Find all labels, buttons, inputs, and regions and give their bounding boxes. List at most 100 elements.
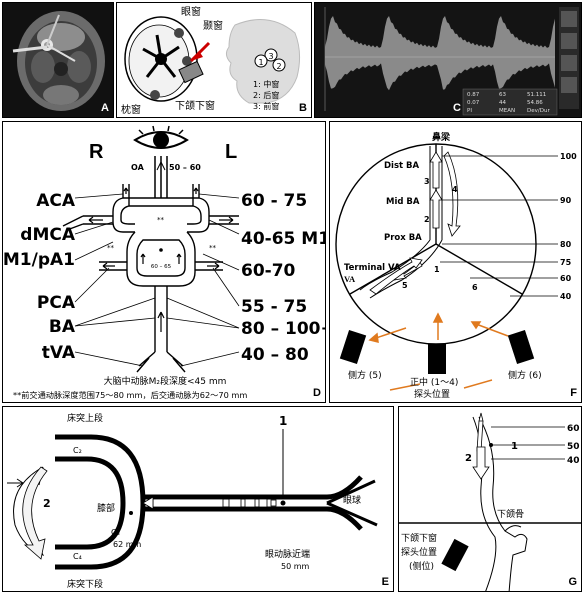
legend-line: 3: 前窗	[253, 101, 279, 111]
skull-photo	[3, 3, 113, 117]
segment-label: Mid BA	[386, 197, 420, 207]
eye-window-label: 眼窗	[181, 5, 201, 18]
segment-c2: C₂	[73, 446, 82, 455]
table-cell: 0.07	[467, 100, 480, 106]
depth-value: 60 - 75	[241, 191, 307, 211]
oa-range: 50 – 60	[169, 163, 201, 172]
vessel-label-ba: BA	[49, 317, 76, 337]
note-line: 大脑中动脉M₂段深度<45 mm	[104, 375, 227, 387]
nasal-bridge-label: 鼻梁	[432, 131, 451, 143]
right-side-label: R	[89, 141, 104, 163]
vessel-label-pca: PCA	[37, 293, 76, 313]
submandibular-window-label: 下颌下窗	[175, 99, 215, 112]
scale-value: 90	[560, 196, 572, 205]
panel-a: A	[2, 2, 114, 118]
panel-label: B	[299, 102, 307, 114]
scale-value: 75	[560, 258, 572, 267]
table-cell: Dev/Dur	[527, 108, 550, 114]
depth-value: 80 – 100+	[241, 319, 326, 339]
probe-middle-label: 正中 (1～4)	[410, 376, 458, 388]
occipital-window-label: 枕窗	[121, 103, 141, 116]
panel-e: 2 1 床突上段 床突下段 C₂ C₃ C₄ 膝部 62 mm 眼球 眼动脉近端…	[2, 406, 394, 592]
pcom-marker: **	[107, 244, 115, 252]
panel-label: F	[570, 387, 577, 399]
table-cell: MEAN	[499, 108, 515, 114]
legend-line: 2: 后窗	[253, 90, 279, 100]
zone-number: 5	[402, 281, 408, 290]
eye-icon	[133, 125, 189, 149]
probe-icon	[441, 538, 469, 572]
table-cell: PI	[467, 108, 472, 114]
eyeball-label: 眼球	[343, 494, 361, 506]
scale-value: 40	[560, 292, 572, 301]
note-line: **前交通动脉深度范围75～80 mm，后交通动脉为62～70 mm	[13, 390, 247, 400]
spectrum-envelope	[325, 15, 555, 57]
arrow-1-label: 1	[279, 414, 287, 428]
panel-label: C	[453, 102, 461, 114]
segment-label: Prox BA	[384, 233, 422, 243]
depth-value: 40 – 80	[241, 345, 309, 365]
table-cell: 54.86	[527, 100, 543, 106]
temporal-window-label: 颞窗	[203, 19, 223, 32]
probe-line: 探头位置	[401, 546, 437, 558]
segment-c4: C₄	[73, 552, 82, 561]
arrow-2-label: 2	[465, 453, 472, 464]
vessel-label-dmca: dMCA	[20, 225, 76, 245]
scale-value: 80	[560, 240, 572, 249]
basilar-diagram: 鼻梁 Dist BA Mid BA Prox BA Terminal VA VA…	[335, 131, 577, 400]
probe-right	[507, 329, 535, 365]
panel-c: 0.87 63 51.111 0.07 44 54.86 PI MEAN Dev…	[314, 2, 582, 118]
zone-number: 3	[424, 177, 430, 186]
window-marker: 1	[258, 58, 263, 67]
knee-depth: 62 mm	[113, 540, 142, 549]
infraclinoid-label: 床突下段	[67, 578, 103, 590]
panel-b: 3 1 2 眼窗 颞窗 枕窗 下颌下窗 1: 中窗 2: 后窗 3: 前窗 B	[116, 2, 312, 118]
scale-value: 60	[567, 424, 580, 434]
panel-label: E	[381, 576, 389, 588]
vessel-depth-diagram: R L OA 50 – 60	[3, 125, 326, 400]
left-side-label: L	[225, 141, 237, 163]
proximal-label: 眼动脉近端	[265, 548, 310, 560]
table-cell: 44	[499, 100, 506, 106]
submandibular-diagram: 60 50 40 1 2 下颌骨 下颌下窗 探头位置 (侧位)	[399, 412, 581, 591]
windows-illustration: 3 1 2 眼窗 颞窗 枕窗 下颌下窗 1: 中窗 2: 后窗 3: 前窗	[121, 5, 301, 116]
probe-middle	[428, 344, 446, 374]
table-cell: 51.111	[527, 92, 546, 98]
supraclinoid-label: 床突上段	[67, 412, 103, 424]
pcom-marker: **	[209, 244, 217, 252]
scale-value: 50	[567, 442, 580, 452]
panel-label: G	[568, 576, 577, 588]
knee-label: 膝部	[97, 502, 115, 514]
zone-number: 1	[434, 265, 440, 274]
probe-side-left: 侧方 (5)	[348, 369, 382, 381]
arrow-1-label: 1	[511, 441, 518, 452]
panel-f: 鼻梁 Dist BA Mid BA Prox BA Terminal VA VA…	[329, 121, 582, 403]
oa-label: OA	[131, 163, 145, 172]
scale-value: 100	[560, 152, 577, 161]
zone-number: 6	[472, 283, 478, 292]
vessel-label-pm1: pM1/pA1	[3, 250, 75, 270]
segment-va-label: VA	[344, 274, 356, 284]
segment-label: Terminal VA	[344, 263, 401, 273]
segment-c3: C₃	[111, 528, 120, 537]
probe-position-label: 探头位置	[414, 388, 450, 400]
scale-value: 40	[567, 456, 580, 466]
probe-line: (侧位)	[409, 560, 434, 572]
probe-side-right: 侧方 (6)	[508, 369, 542, 381]
zone-number: 4	[452, 185, 458, 194]
spectrum-envelope	[325, 57, 555, 91]
window-marker: 2	[276, 62, 281, 71]
probe-line: 下颌下窗	[401, 532, 437, 544]
proximal-depth: 50 mm	[281, 562, 310, 571]
vessel-label-tva: tVA	[42, 343, 76, 363]
center-range: 60 – 65	[151, 264, 172, 270]
legend-line: 1: 中窗	[253, 79, 279, 89]
mandible-label: 下颌骨	[497, 508, 524, 520]
zone-number: 2	[424, 215, 430, 224]
depth-value: 40-65 M1	[241, 229, 326, 249]
depth-value: 60-70	[241, 261, 296, 281]
segment-label: Dist BA	[384, 161, 420, 171]
window-marker: 3	[268, 52, 273, 61]
probe-left	[339, 329, 367, 365]
acom-marker: **	[157, 216, 165, 224]
